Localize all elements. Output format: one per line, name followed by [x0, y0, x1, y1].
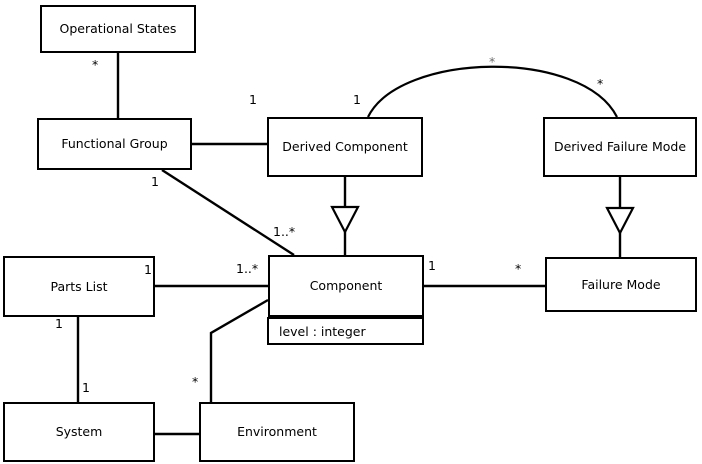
edge-derived-component-derived-failure-mode-arc	[367, 65, 618, 118]
multiplicity-derived-failure-mode-arc: *	[597, 76, 604, 91]
class-name-functional-group: Functional Group	[61, 136, 168, 152]
class-box-derived-component[interactable]: Derived Component	[267, 117, 423, 177]
edge-environment-component	[209, 298, 269, 402]
multiplicity-derived-component-arc: 1	[353, 92, 361, 107]
multiplicity-environment-component: *	[192, 374, 199, 389]
class-box-functional-group[interactable]: Functional Group	[37, 118, 192, 170]
multiplicity-operational-states-functional-group: *	[92, 57, 99, 72]
multiplicity-functional-group-derived-component: 1	[249, 92, 257, 107]
class-box-derived-failure-mode[interactable]: Derived Failure Mode	[543, 117, 697, 177]
multiplicity-parts-list-component: 1	[144, 262, 152, 277]
class-box-failure-mode[interactable]: Failure Mode	[545, 257, 697, 312]
generalization-triangle-failure-mode	[605, 206, 635, 236]
multiplicity-parts-list-system: 1	[55, 316, 63, 331]
multiplicity-component-functional-group: 1..*	[273, 224, 296, 239]
class-name-system: System	[55, 424, 103, 440]
class-name-derived-component: Derived Component	[282, 139, 408, 155]
multiplicity-component-failure-mode: 1	[428, 258, 436, 273]
multiplicity-component-parts-list: 1..*	[236, 261, 259, 276]
generalization-triangle-component	[330, 205, 360, 235]
edge-functional-group-component	[161, 168, 295, 257]
class-name-environment: Environment	[237, 424, 317, 440]
attribute-level: level : integer	[279, 323, 366, 339]
class-name-failure-mode: Failure Mode	[581, 276, 661, 292]
multiplicity-arc-apex: *	[489, 54, 496, 69]
multiplicity-system-parts-list: 1	[82, 380, 90, 395]
class-name-derived-failure-mode: Derived Failure Mode	[553, 139, 687, 155]
class-name-operational-states: Operational States	[59, 21, 177, 37]
class-box-component[interactable]: Component	[268, 255, 424, 317]
class-box-system[interactable]: System	[3, 402, 155, 462]
class-attributes-component: level : integer	[267, 317, 424, 345]
class-name-parts-list: Parts List	[50, 278, 108, 294]
multiplicity-functional-group-component: 1	[151, 174, 159, 189]
class-name-component: Component	[309, 278, 383, 294]
class-box-operational-states[interactable]: Operational States	[40, 5, 196, 53]
class-box-parts-list[interactable]: Parts List	[3, 256, 155, 317]
multiplicity-failure-mode-component: *	[515, 261, 522, 276]
class-box-environment[interactable]: Environment	[199, 402, 355, 462]
